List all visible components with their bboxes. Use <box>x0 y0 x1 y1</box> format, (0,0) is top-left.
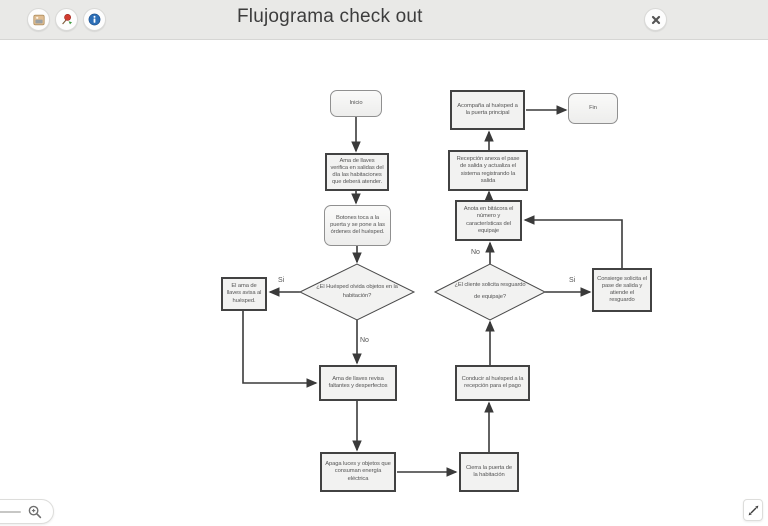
fullscreen-button[interactable] <box>743 499 763 521</box>
magnifier-plus-icon <box>28 505 42 519</box>
expand-diagonal-icon <box>748 505 758 515</box>
node-consierge: Consierge solicita el pase de salida y a… <box>592 268 652 312</box>
edge-label-no-objetos: No <box>360 337 369 344</box>
node-avisa: El ama de llaves avisa al huésped. <box>221 277 267 311</box>
close-icon <box>651 15 660 24</box>
node-revisa: Ama de llaves revisa faltantes y desperf… <box>319 365 397 401</box>
close-button[interactable] <box>644 8 667 31</box>
node-recepcion: Recepción anexa el pase de salida y actu… <box>448 150 528 191</box>
decision-objetos-shape <box>298 263 416 321</box>
page-title: Flujograma check out <box>237 6 423 27</box>
diagram-canvas: Inicio Ama de llaves verifica en salidas… <box>0 40 768 526</box>
edge-label-si-objetos: Si <box>278 277 285 284</box>
node-decision-equipaje: ¿El cliente solicita resguardo de equipa… <box>454 282 526 300</box>
node-fin: Fin <box>568 93 618 124</box>
image-button[interactable] <box>27 8 50 31</box>
node-acompana: Acompaña al huésped a la puerta principa… <box>450 90 525 130</box>
image-icon <box>32 14 45 25</box>
node-botones: Botones toca a la puerta y se pone a las… <box>324 205 391 246</box>
edge-label-no-equipaje: No <box>471 249 480 256</box>
node-decision-objetos: ¿El Huésped olvida objetos en la habitac… <box>316 284 398 299</box>
node-anota: Anota en bitácora el número y caracterís… <box>455 200 522 241</box>
zoom-control[interactable] <box>0 499 54 524</box>
node-cierra: Cierra la puerta de la habitación <box>459 452 519 492</box>
node-verifica: Ama de llaves verifica en salidas del dí… <box>325 153 389 191</box>
node-conducir: Conducir al huésped a la recepción para … <box>455 365 530 401</box>
info-icon <box>88 13 101 26</box>
topbar: Flujograma check out <box>0 0 768 40</box>
flowchart-connectors <box>242 105 623 477</box>
node-inicio: Inicio <box>330 90 382 117</box>
zoom-slider[interactable] <box>0 511 21 513</box>
edge-label-si-equipaje: Si <box>569 277 576 284</box>
node-apaga: Apaga luces y objetos que consuman energ… <box>320 452 396 492</box>
info-button[interactable] <box>83 8 106 31</box>
pushpin-button[interactable] <box>55 8 78 31</box>
zoom-in-button[interactable] <box>27 504 43 520</box>
decision-equipaje-shape <box>433 263 547 321</box>
pushpin-icon <box>62 14 72 25</box>
